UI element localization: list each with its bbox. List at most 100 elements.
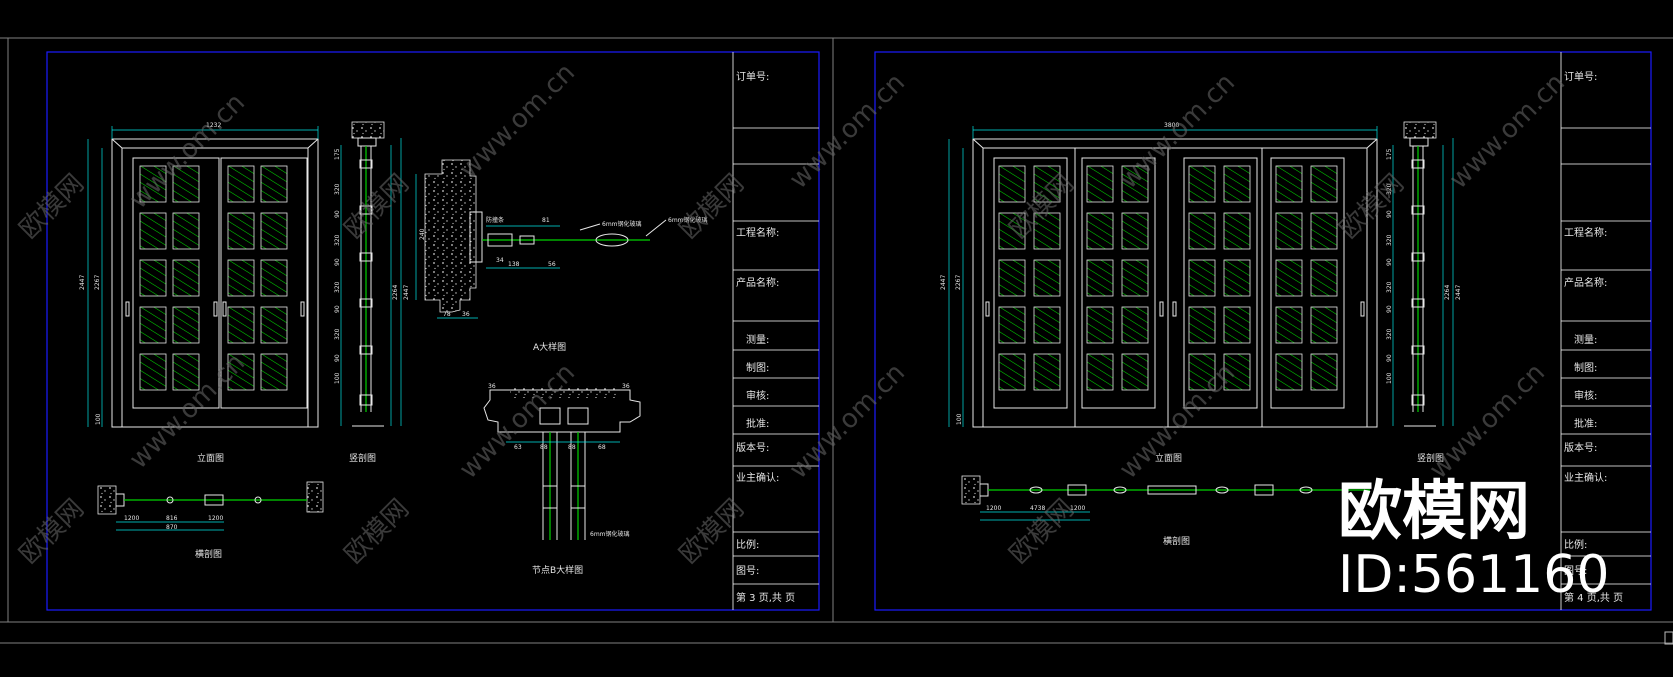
drawing-no-label: 图号: <box>736 565 759 577</box>
sheet-2-vertical-section: 175 320 90 320 90 320 90 320 90 100 2264… <box>1386 121 1462 464</box>
sheet-2: 订单号: 工程名称: 产品名称: 测量: 制图: 审核: 批准: 版本号: 业主… <box>874 51 1652 611</box>
version-label: 版本号: <box>736 441 769 454</box>
note-bumper-strip: 防撞条 <box>486 216 504 224</box>
vertical-section-caption-2: 竖剖图 <box>1417 452 1444 464</box>
brand-logo: 欧模网 ID:561160 <box>1338 475 1609 605</box>
brand-id-text: ID:561160 <box>1338 545 1609 605</box>
elev2-bottom-dim: 100 <box>956 413 963 425</box>
watermark-url-5: www.om.cn <box>1444 68 1571 195</box>
vseg-7: 320 <box>334 328 341 340</box>
sheet-1-vertical-section: 175 320 90 320 90 320 90 320 90 100 2264… <box>334 121 410 464</box>
db-dim-2: 88 <box>568 444 576 451</box>
db-dim-7: 36 <box>488 383 496 390</box>
sheet-1-elevation: 1232 2447 2267 100 立面图 <box>79 122 319 464</box>
watermark-brand-7: 欧模网 <box>339 494 415 570</box>
note-glass-2: 6mm钢化玻璃 <box>668 216 708 224</box>
watermark-url-8: www.om.cn <box>784 358 911 485</box>
vertical-section-caption: 竖剖图 <box>349 452 376 464</box>
elev2-height-inner-dim: 2267 <box>955 275 962 290</box>
elev2-height-outer-dim: 2447 <box>940 275 947 290</box>
db-dim-9: 36 <box>622 383 630 390</box>
section2-rollers <box>1411 159 1425 406</box>
elevation-caption: 立面图 <box>197 452 224 464</box>
vseg2-5: 320 <box>1386 281 1393 293</box>
sheet-2-elevation: 3800 2447 2267 100 立面图 <box>940 122 1378 464</box>
vseg-2: 90 <box>334 210 341 218</box>
hdim2-1: 4738 <box>1030 505 1045 512</box>
watermark-url-3: www.om.cn <box>784 68 911 195</box>
drawn-label: 制图: <box>746 361 769 374</box>
elevation-caption-2: 立面图 <box>1155 452 1182 464</box>
hdim-1: 816 <box>166 515 178 522</box>
sheet-1-horizontal-section: 1200 816 870 1200 横剖图 <box>97 481 324 560</box>
sec-height2-dim: 2447 <box>403 285 410 300</box>
vseg-5: 320 <box>334 281 341 293</box>
vseg-6: 90 <box>334 305 341 313</box>
owner-confirm-label: 业主确认: <box>736 471 779 484</box>
vseg-0: 175 <box>334 148 341 160</box>
watermark-brand-5: 欧模网 <box>1334 169 1410 245</box>
hdim-3: 1200 <box>208 515 223 522</box>
vseg-4: 90 <box>334 258 341 266</box>
vseg2-2: 90 <box>1386 210 1393 218</box>
horizontal-section-caption-2: 横剖图 <box>1163 535 1190 547</box>
db-dim-1: 88 <box>540 444 548 451</box>
page-label-2: 第 4 页,共 页 <box>1564 591 1623 604</box>
hdim-2: 870 <box>166 524 178 531</box>
watermark-url-7: www.om.cn <box>454 358 581 485</box>
project-name-label-2: 工程名称: <box>1564 226 1607 239</box>
sheet-1-frame <box>46 51 820 611</box>
da-dim-3: 138 <box>508 261 520 268</box>
da-dim-4: 56 <box>548 261 556 268</box>
sheet-2-horizontal-section: 1200 4738 1200 横剖图 <box>961 475 1370 547</box>
sheet-1: 订单号: 工程名称: 产品名称: 测量: 制图: 审核: 批准: 版本号: 业主… <box>46 51 820 611</box>
vseg2-4: 90 <box>1386 258 1393 266</box>
elev-width-dim: 1232 <box>206 122 221 129</box>
vseg2-1: 320 <box>1386 183 1393 195</box>
da-dim-1: 34 <box>496 257 504 264</box>
note-glass-1: 6mm钢化玻璃 <box>602 220 642 228</box>
sheet-1-detail-b: 63 88 88 68 36 36 6mm钢化玻璃 节点B大样图 <box>483 383 641 576</box>
sheet-1-detail-a: 240 34 81 138 56 78 36 防撞条 6mm钢化玻璃 6mm钢化… <box>415 159 708 353</box>
elev-height-outer-dim: 2447 <box>79 275 86 290</box>
da-dim-0: 240 <box>419 228 426 240</box>
order-no-label: 订单号: <box>736 71 769 83</box>
measure-label: 测量: <box>746 333 769 346</box>
watermark-brand-1: 欧模网 <box>14 169 90 245</box>
hdim-0: 1200 <box>124 515 139 522</box>
measure-label-2: 测量: <box>1574 333 1597 346</box>
order-no-label-2: 订单号: <box>1564 71 1597 83</box>
product-name-label-2: 产品名称: <box>1564 276 1607 289</box>
sheet-1-titleblock: 订单号: 工程名称: 产品名称: 测量: 制图: 审核: 批准: 版本号: 业主… <box>732 52 819 610</box>
vseg2-7: 320 <box>1386 328 1393 340</box>
sheet-2-frame <box>874 51 1652 611</box>
watermark-brand-6: 欧模网 <box>14 494 90 570</box>
drawing-no-label-2: 图号: <box>1564 565 1587 577</box>
da-dim-7: 36 <box>462 311 470 318</box>
version-label-2: 版本号: <box>1564 441 1597 454</box>
detail-a-caption: A大样图 <box>533 341 566 353</box>
product-name-label: 产品名称: <box>736 276 779 289</box>
vseg2-9: 100 <box>1386 372 1393 384</box>
vseg2-3: 320 <box>1386 234 1393 246</box>
scale-label-2: 比例: <box>1564 538 1587 551</box>
hdim2-0: 1200 <box>986 505 1001 512</box>
approve-label: 批准: <box>746 417 769 430</box>
vseg2-6: 90 <box>1386 305 1393 313</box>
section-rollers <box>359 159 373 406</box>
vseg2-0: 175 <box>1386 148 1393 160</box>
modelspace-border <box>0 37 1673 645</box>
elev2-width-dim: 3800 <box>1164 122 1179 129</box>
detail-b-caption: 节点B大样图 <box>532 564 583 576</box>
horizontal-section-caption: 横剖图 <box>195 548 222 560</box>
elev-height-inner-dim: 2267 <box>94 275 101 290</box>
drawn-label-2: 制图: <box>1574 361 1597 374</box>
approve-label-2: 批准: <box>1574 417 1597 430</box>
sec2-height-dim: 2264 <box>1444 285 1451 300</box>
da-dim-6: 78 <box>443 311 451 318</box>
db-dim-3: 68 <box>598 444 606 451</box>
elev-bottom-dim: 100 <box>95 413 102 425</box>
vseg-3: 320 <box>334 234 341 246</box>
owner-confirm-label-2: 业主确认: <box>1564 471 1607 484</box>
